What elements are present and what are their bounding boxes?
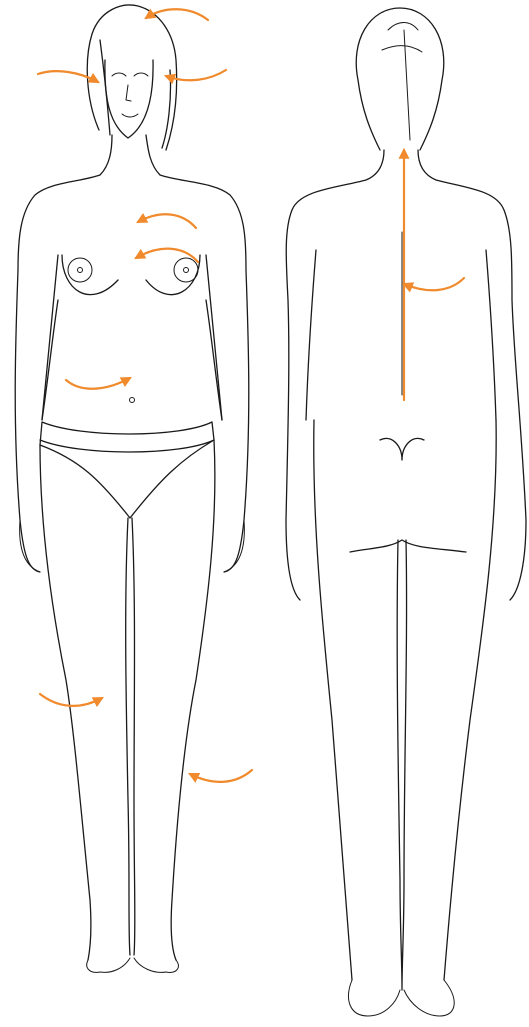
arrows <box>38 9 464 782</box>
front-right-nipple <box>174 258 198 282</box>
arrow-abdomen <box>66 378 130 389</box>
back-buttocks <box>350 438 466 552</box>
back-head <box>356 8 444 150</box>
front-mouth <box>122 114 138 117</box>
arrow-right-temple <box>166 70 226 80</box>
front-nose <box>126 85 131 101</box>
back-figure <box>286 8 526 1016</box>
back-legs <box>314 420 496 990</box>
front-briefs <box>40 422 214 518</box>
back-hair-bun <box>382 23 422 141</box>
arrow-calf <box>190 770 252 782</box>
front-right-areola <box>184 268 189 273</box>
front-navel <box>130 398 135 403</box>
arrow-upper-chest <box>138 214 196 228</box>
front-eyes <box>112 73 148 76</box>
front-chest <box>62 255 200 295</box>
front-legs <box>40 440 215 960</box>
front-feet <box>87 958 179 972</box>
front-hair <box>87 5 176 150</box>
front-left-nipple <box>68 258 92 282</box>
back-inner-arms <box>306 250 496 420</box>
back-torso <box>286 150 526 600</box>
arrow-back <box>404 278 464 290</box>
arrow-left-temple <box>38 71 98 82</box>
front-figure <box>15 5 249 972</box>
arrow-chest <box>136 249 198 262</box>
front-inner-arms <box>42 255 222 420</box>
arrow-thigh <box>40 694 102 706</box>
front-face <box>105 60 153 138</box>
front-left-areola <box>78 268 83 273</box>
